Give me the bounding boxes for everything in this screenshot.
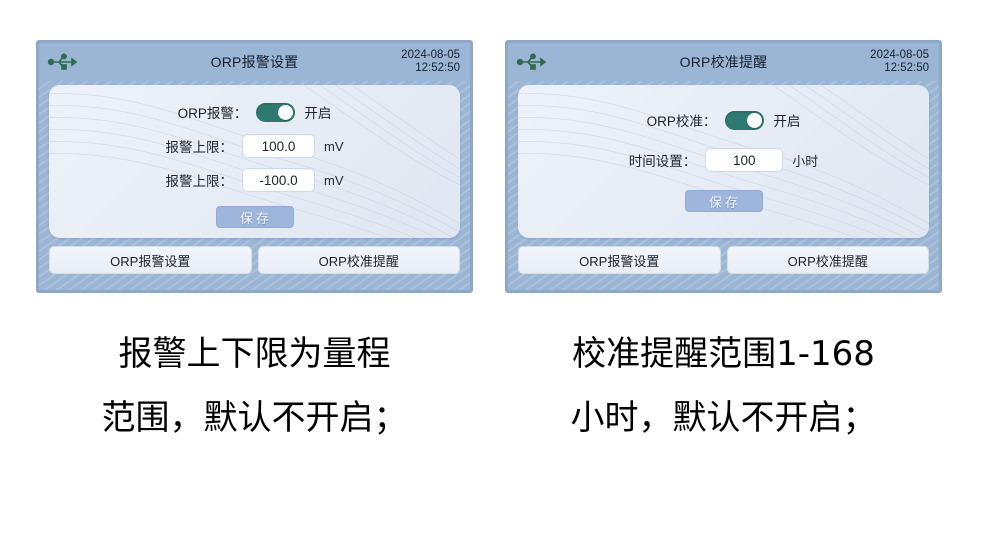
calibration-toggle-label: ORP校准： xyxy=(646,114,717,129)
alarm-lower-limit-label: 报警上限： xyxy=(165,174,234,189)
title-bar: ORP校准提醒 2024-08-05 12:52:50 xyxy=(508,43,939,81)
tab-bar: ORP报警设置 ORP校准提醒 xyxy=(518,246,929,274)
usb-icon xyxy=(516,53,546,70)
header-datetime: 2024-08-05 12:52:50 xyxy=(401,49,460,76)
device-panel-orp-alarm-settings: ORP报警设置 2024-08-05 12:52:50 xyxy=(36,40,473,293)
calibration-toggle-state: 开启 xyxy=(773,114,801,129)
settings-form: ORP校准： 开启 时间设置： 小时 保存 xyxy=(518,85,929,238)
save-button[interactable]: 保存 xyxy=(684,190,763,212)
alarm-enable-toggle[interactable] xyxy=(256,102,296,122)
time-setting-input[interactable] xyxy=(705,148,784,172)
settings-card: ORP报警： 开启 报警上限： mV 报警上限： mV 保存 xyxy=(49,85,460,238)
alarm-upper-limit-input[interactable] xyxy=(242,134,315,158)
time-setting-unit: 小时 xyxy=(792,153,819,169)
alarm-upper-limit-label: 报警上限： xyxy=(165,140,234,155)
alarm-lower-limit-row: 报警上限： mV xyxy=(166,167,344,193)
alarm-lower-limit-input[interactable] xyxy=(242,168,315,192)
header-time: 12:52:50 xyxy=(415,62,460,74)
time-setting-label: 时间设置： xyxy=(628,154,697,169)
caption-orp-alarm-settings: 报警上下限为量程 范围，默认不开启； xyxy=(36,322,473,450)
usb-icon xyxy=(47,53,77,70)
header-date: 2024-08-05 xyxy=(870,48,929,61)
alarm-upper-limit-unit: mV xyxy=(324,138,344,154)
tab-orp-alarm-settings[interactable]: ORP报警设置 xyxy=(518,246,721,274)
caption-line: 范围，默认不开启； xyxy=(101,398,408,438)
caption-line: 报警上下限为量程 xyxy=(118,334,391,374)
header-datetime: 2024-08-05 12:52:50 xyxy=(870,49,929,76)
device-panel-orp-calibration-reminder: ORP校准提醒 2024-08-05 12:52:50 xyxy=(505,40,942,293)
alarm-upper-limit-row: 报警上限： mV xyxy=(166,133,344,159)
save-button[interactable]: 保存 xyxy=(215,206,294,228)
calibration-enable-toggle[interactable] xyxy=(725,110,765,130)
header-date: 2024-08-05 xyxy=(401,48,460,61)
alarm-toggle-state: 开启 xyxy=(304,106,332,121)
settings-card: ORP校准： 开启 时间设置： 小时 保存 xyxy=(518,85,929,238)
caption-line: 校准提醒范围1-168 xyxy=(572,334,875,374)
toggle-knob xyxy=(747,112,763,128)
time-setting-row: 时间设置： 小时 xyxy=(628,147,819,173)
caption-orp-calibration-reminder: 校准提醒范围1-168 小时，默认不开启； xyxy=(505,322,942,450)
alarm-toggle-label: ORP报警： xyxy=(177,106,248,121)
calibration-toggle-row: ORP校准： 开启 xyxy=(646,107,801,133)
tab-bar: ORP报警设置 ORP校准提醒 xyxy=(49,246,460,274)
toggle-knob xyxy=(278,104,294,120)
settings-form: ORP报警： 开启 报警上限： mV 报警上限： mV 保存 xyxy=(49,85,460,238)
caption-line: 小时，默认不开启； xyxy=(570,398,877,438)
title-bar: ORP报警设置 2024-08-05 12:52:50 xyxy=(39,43,470,81)
tab-orp-alarm-settings[interactable]: ORP报警设置 xyxy=(49,246,252,274)
alarm-toggle-row: ORP报警： 开启 xyxy=(177,99,332,125)
tab-orp-calibration-reminder[interactable]: ORP校准提醒 xyxy=(726,246,929,274)
alarm-lower-limit-unit: mV xyxy=(324,172,344,188)
tab-orp-calibration-reminder[interactable]: ORP校准提醒 xyxy=(257,246,460,274)
header-time: 12:52:50 xyxy=(884,62,929,74)
